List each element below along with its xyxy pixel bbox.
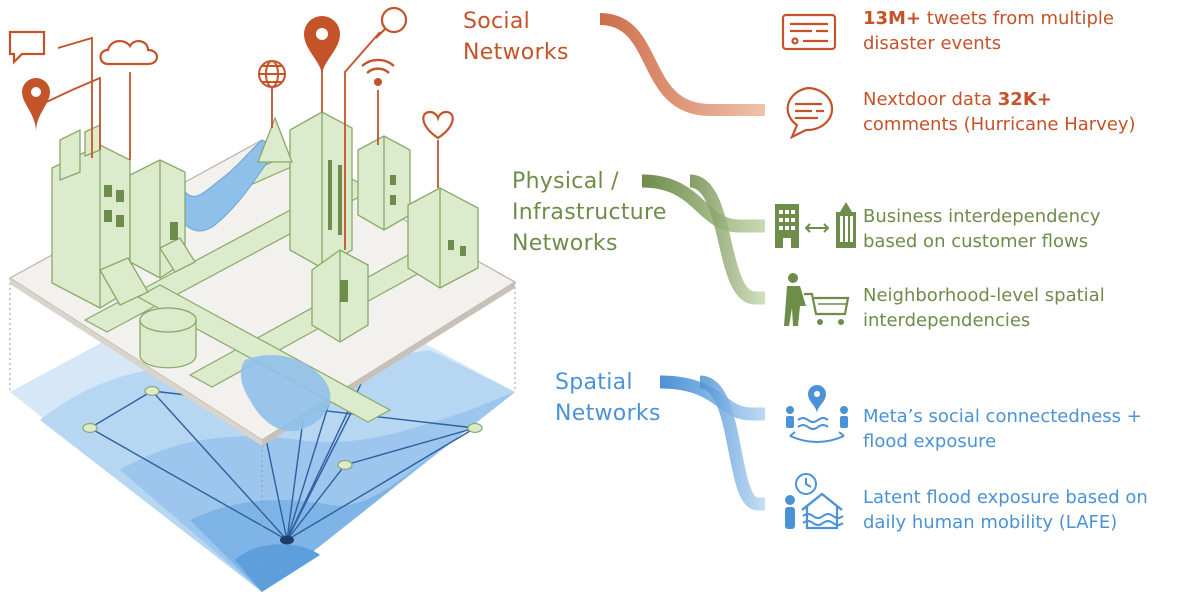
heading-line: Social xyxy=(463,9,531,34)
city-illustration xyxy=(8,6,517,592)
stat-value: 32K+ xyxy=(997,89,1052,110)
item-text: tweets from multiple xyxy=(921,8,1114,29)
physical-ribbon-top xyxy=(641,174,765,233)
wifi-icon xyxy=(361,58,395,86)
item-lafe: Latent flood exposure based on daily hum… xyxy=(863,485,1148,535)
search-icon xyxy=(375,6,408,39)
item-text: interdependencies xyxy=(863,310,1031,331)
item-tweets: 13M+ tweets from multiple disaster event… xyxy=(863,6,1114,56)
heading-line: Physical / xyxy=(512,169,619,194)
item-text: Neighborhood-level spatial xyxy=(863,285,1105,306)
item-text: Latent flood exposure based on xyxy=(863,487,1148,508)
item-text: daily human mobility (LAFE) xyxy=(863,512,1118,533)
heading-line: Networks xyxy=(555,401,661,426)
globe-icon xyxy=(258,60,286,88)
cloud-icon xyxy=(99,40,159,66)
heading-line: Infrastructure xyxy=(512,200,667,225)
item-text: disaster events xyxy=(863,33,1002,54)
spatial-networks-heading: Spatial Networks xyxy=(555,367,661,429)
buildings xyxy=(51,111,479,369)
stat-value: 13M+ xyxy=(863,8,922,29)
item-business: Business interdependency based on custom… xyxy=(863,204,1101,254)
location-pin-icon xyxy=(22,78,50,132)
item-text: flood exposure xyxy=(863,431,997,452)
item-text: Business interdependency xyxy=(863,206,1101,227)
flooded-house-clock-icon xyxy=(785,473,844,530)
map-pin-icon xyxy=(304,16,340,76)
chat-bubble-icon xyxy=(786,86,834,140)
people-flood-pin-icon xyxy=(786,385,848,443)
newspaper-icon xyxy=(781,13,837,51)
social-networks-heading: Social Networks xyxy=(463,6,569,68)
item-text: comments (Hurricane Harvey) xyxy=(863,114,1136,135)
heading-line: Spatial xyxy=(555,370,633,395)
spatial-ribbon-bottom xyxy=(698,375,765,511)
office-buildings-icon xyxy=(775,202,856,248)
item-text: Meta’s social connectedness + xyxy=(863,406,1142,427)
flow-ribbons xyxy=(556,13,765,511)
shopper-cart-icon xyxy=(784,273,850,326)
item-text: based on customer flows xyxy=(863,231,1089,252)
item-nextdoor: Nextdoor data 32K+ comments (Hurricane H… xyxy=(863,87,1136,137)
physical-networks-heading: Physical / Infrastructure Networks xyxy=(512,166,667,259)
speech-bubble-icon xyxy=(8,30,46,65)
item-meta: Meta’s social connectedness + flood expo… xyxy=(863,404,1142,454)
social-ribbon-bottom xyxy=(599,13,765,116)
heading-line: Networks xyxy=(463,40,569,65)
heart-icon xyxy=(422,110,454,140)
item-neighborhood: Neighborhood-level spatial interdependen… xyxy=(863,283,1105,333)
physical-ribbon-bottom xyxy=(688,174,765,305)
item-text: Nextdoor data xyxy=(863,89,998,110)
heading-line: Networks xyxy=(512,231,618,256)
